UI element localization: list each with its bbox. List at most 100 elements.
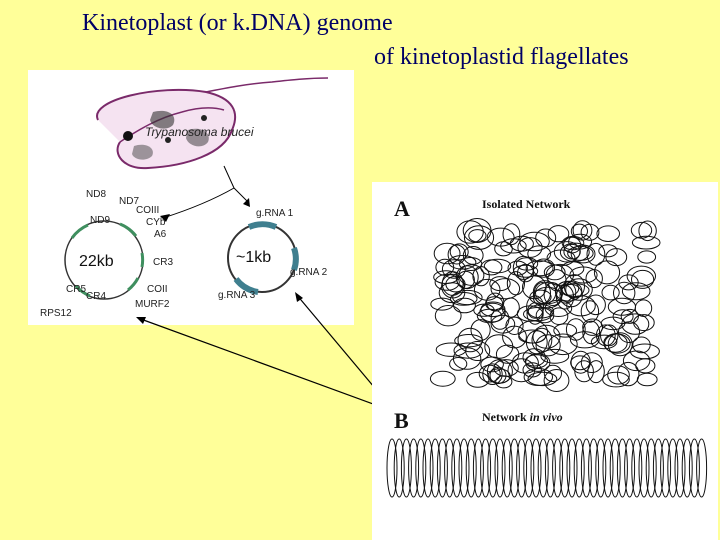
- minicircle-loop: [638, 220, 657, 242]
- stacked-minicircle: [645, 438, 657, 498]
- minicircle-loop: [626, 265, 656, 287]
- gene-nd9: ND9: [90, 215, 110, 226]
- minicircle-loop: [430, 297, 454, 311]
- stacked-minicircle: [602, 438, 614, 498]
- minicircle-loop: [621, 282, 651, 301]
- minicircle-loop: [535, 228, 557, 248]
- gene-cr4: CR4: [86, 291, 106, 302]
- minicircle-loop: [522, 362, 542, 378]
- network-a-letter: A: [394, 196, 410, 221]
- minicircle-loop: [632, 336, 651, 354]
- minicircle-loop: [463, 225, 495, 250]
- minicircle-loop: [448, 255, 477, 270]
- stacked-minicircle: [638, 438, 650, 498]
- stacked-minicircle: [501, 438, 513, 498]
- minicircle-loop: [487, 368, 511, 384]
- minicircle-loop: [587, 360, 605, 384]
- stacked-minicircle: [681, 438, 693, 498]
- network-b-letter: B: [394, 408, 409, 433]
- stacked-minicircle: [472, 438, 484, 498]
- minicircle-loop: [565, 278, 593, 301]
- gene-rps12: RPS12: [40, 308, 72, 319]
- minicircle-loop: [612, 309, 634, 325]
- minicircle-loop: [433, 242, 461, 265]
- minicircle-loop: [582, 320, 601, 345]
- minicircle-loop: [574, 360, 594, 383]
- stacked-minicircle: [552, 438, 564, 498]
- network-figure-panel: A Isolated Network B Network in vivo: [372, 182, 718, 540]
- minicircle-loop: [489, 276, 511, 292]
- minicircle-loop: [466, 371, 490, 388]
- minicircle-loop: [449, 357, 468, 371]
- minicircle-loop: [485, 296, 504, 311]
- minicircle-loop: [635, 358, 656, 374]
- gene-a6: A6: [154, 229, 167, 240]
- stacked-minicircle: [408, 438, 420, 498]
- minicircle-loop: [517, 237, 543, 258]
- minicircle-loop: [513, 264, 539, 278]
- stacked-minicircle: [609, 438, 621, 498]
- minicircle-loop: [560, 283, 590, 298]
- minicircle-loop: [602, 371, 630, 388]
- minicircle-loop: [457, 327, 483, 353]
- minicircle-loop: [563, 243, 581, 260]
- stacked-minicircle: [436, 438, 448, 498]
- minicircle-loop: [447, 244, 467, 265]
- minicircle-loop: [527, 245, 552, 263]
- stacked-minicircle: [588, 438, 600, 498]
- minicircle-loop: [535, 334, 561, 357]
- stacked-minicircle: [566, 438, 578, 498]
- stacked-minicircle: [616, 438, 628, 498]
- minicircle-loop: [580, 352, 603, 374]
- minicircle-loop: [585, 294, 606, 316]
- minicircle-loop: [636, 372, 658, 387]
- trypanosome-illustration: [96, 77, 329, 170]
- minicircle-loop: [506, 271, 525, 296]
- minicircle-loop: [607, 332, 633, 357]
- minicircle-loop: [570, 223, 588, 239]
- stacked-minicircle: [393, 438, 405, 498]
- minicircle-loop: [586, 242, 606, 266]
- minicircle-loop: [441, 273, 465, 299]
- minicircle-loop: [596, 225, 620, 243]
- stacked-minicircle: [631, 438, 643, 498]
- minicircle-loop: [449, 292, 478, 306]
- gene-coii: COII: [147, 284, 168, 295]
- stacked-minicircle: [660, 438, 672, 498]
- stacked-minicircle: [400, 438, 412, 498]
- minicircle-loop: [617, 361, 640, 387]
- minicircle-loop: [545, 263, 575, 286]
- minicircle-loop: [531, 327, 553, 353]
- isolated-network: [429, 218, 661, 392]
- minicircle-loop: [479, 302, 506, 323]
- minicircle-loop: [570, 355, 591, 371]
- minicircle-loop: [495, 375, 513, 389]
- minicircle-loop: [580, 300, 600, 323]
- minicircle-loop: [607, 297, 636, 316]
- gene-nd8: ND8: [86, 189, 106, 200]
- minicircle-loop: [453, 297, 476, 314]
- stacked-minicircle: [458, 438, 470, 498]
- minicircle-loop: [505, 316, 524, 336]
- minicircle-loop: [482, 363, 503, 385]
- stacked-minicircle: [696, 438, 708, 498]
- minicircle-loop: [607, 365, 630, 385]
- minicircle-loop: [483, 258, 512, 274]
- minicircle-loop: [532, 280, 557, 305]
- stacked-minicircle: [494, 438, 506, 498]
- minicircle-loop: [490, 314, 516, 334]
- minicircle-loop: [540, 348, 570, 364]
- stacked-minicircle: [530, 438, 542, 498]
- kdna-diagram: Trypanosoma brucei 22kb ND8 ND7 COIII ND…: [40, 77, 329, 319]
- stacked-minicircle: [422, 438, 434, 498]
- minicircle-loop: [489, 366, 507, 385]
- in-vivo-network: [386, 438, 708, 498]
- stacked-minicircle: [667, 438, 679, 498]
- minicircle-loop: [429, 370, 456, 387]
- minicircle-loop: [454, 334, 484, 348]
- minicircle-loop: [590, 334, 618, 350]
- organism-name: Trypanosoma brucei: [145, 125, 254, 139]
- stacked-minicircle: [674, 438, 686, 498]
- network-figure: A Isolated Network B Network in vivo: [386, 196, 708, 498]
- stacked-minicircle: [624, 438, 636, 498]
